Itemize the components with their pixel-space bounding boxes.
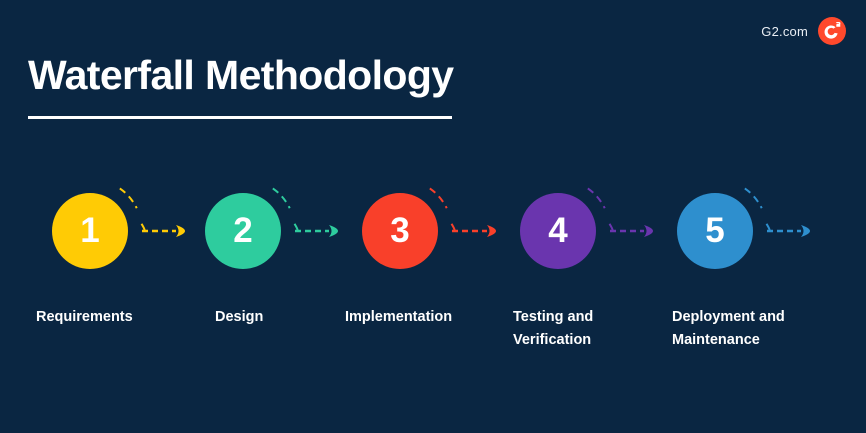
step-ring-arc-1 bbox=[119, 187, 138, 209]
connector-arrowhead-2 bbox=[329, 225, 338, 237]
connector-4-to-5 bbox=[610, 225, 653, 237]
step-ring-tail-3 bbox=[450, 223, 456, 232]
connector-3-to-4 bbox=[452, 225, 496, 237]
step-ring-arc-3 bbox=[429, 187, 448, 209]
connector-arrowhead-4 bbox=[644, 225, 653, 237]
step-label-3: Implementation bbox=[345, 309, 453, 325]
step-ring-tail-2 bbox=[293, 223, 299, 232]
brand-name: G2.com bbox=[761, 23, 808, 39]
step-circle-2[interactable] bbox=[205, 193, 281, 269]
g2-logo-icon bbox=[818, 17, 846, 45]
process-step-5[interactable] bbox=[677, 187, 771, 269]
connector-arrowhead-3 bbox=[487, 225, 496, 237]
page-title: Waterfall Methodology bbox=[28, 52, 454, 98]
process-step-1[interactable] bbox=[52, 187, 146, 269]
brand-mark: G2.com bbox=[761, 17, 846, 45]
step-ring-arc-5 bbox=[744, 187, 763, 209]
connector-arrowhead-5 bbox=[801, 225, 810, 237]
step-label-2: Design bbox=[215, 309, 264, 325]
process-step-2[interactable] bbox=[205, 187, 299, 269]
connector-5-to-end bbox=[767, 225, 810, 237]
step-circle-4[interactable] bbox=[520, 193, 596, 269]
step-ring-tail-5 bbox=[765, 223, 771, 232]
step-circle-3[interactable] bbox=[362, 193, 438, 269]
step-circle-1[interactable] bbox=[52, 193, 128, 269]
connector-arrowhead-1 bbox=[176, 225, 185, 237]
step-label-5: Deployment and Maintenance bbox=[672, 309, 785, 348]
step-ring-tail-4 bbox=[608, 223, 614, 232]
step-label-4: Testing and Verification bbox=[513, 309, 594, 348]
process-step-4[interactable] bbox=[520, 187, 614, 269]
step-ring-arc-2 bbox=[272, 187, 291, 209]
step-ring-tail-1 bbox=[140, 223, 146, 232]
process-step-3[interactable] bbox=[362, 187, 456, 269]
step-circle-5[interactable] bbox=[677, 193, 753, 269]
step-ring-arc-4 bbox=[587, 187, 606, 209]
connector-1-to-2 bbox=[142, 225, 185, 237]
step-label-1: Requirements bbox=[36, 309, 133, 325]
title-underline bbox=[28, 116, 452, 119]
connector-2-to-3 bbox=[295, 225, 338, 237]
